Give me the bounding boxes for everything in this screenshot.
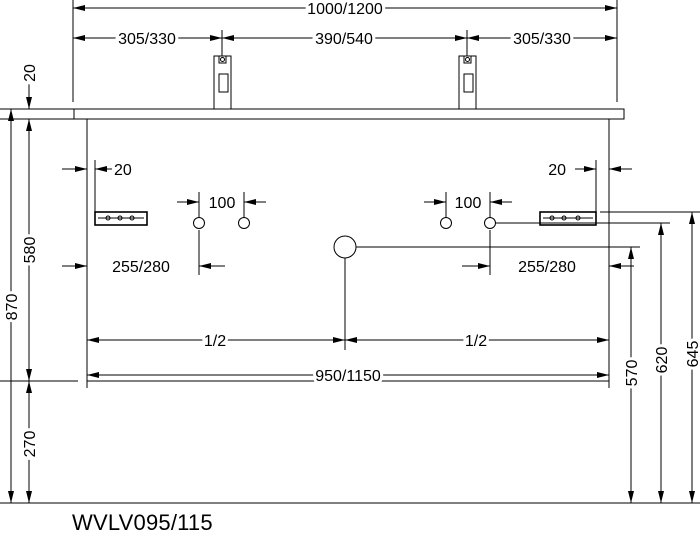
hole-dist-right-label: 255/280 [518, 259, 576, 276]
tap-icon [213, 55, 232, 110]
mounting-hole-icon [238, 217, 250, 229]
tap-offset-left-label: 305/330 [118, 31, 176, 48]
vanity-top [73, 108, 625, 120]
half-left-label: 1/2 [204, 333, 226, 350]
hole-spacing-left-label: 100 [209, 195, 236, 212]
drain-height-label: 570 [624, 360, 641, 387]
rail-height-label: 645 [685, 341, 700, 368]
hole-height-label: 620 [654, 347, 671, 374]
cabinet-width-label: 950/1150 [315, 368, 381, 385]
tap-offset-right-label: 305/330 [513, 31, 571, 48]
wall-rail-icon [539, 211, 597, 226]
top-thickness-label: 20 [22, 64, 39, 82]
floor-clearance-label: 270 [22, 431, 39, 458]
mounting-hole-icon [484, 217, 496, 229]
overall-width-label: 1000/1200 [307, 1, 383, 18]
cabinet-height-label: 580 [22, 237, 39, 264]
tap-spacing-label: 390/540 [315, 31, 373, 48]
dimension-lines [0, 0, 700, 504]
tap-icon [458, 55, 477, 110]
total-height-label: 870 [4, 294, 21, 321]
wall-rail-icon [94, 211, 148, 226]
vanity-cabinet [86, 118, 610, 382]
rail-left-offset-label: 20 [114, 162, 132, 179]
model-code: WVLV095/115 [72, 510, 213, 535]
mounting-hole-icon [193, 217, 205, 229]
half-right-label: 1/2 [465, 333, 487, 350]
rail-right-offset-label: 20 [548, 162, 566, 179]
mounting-hole-icon [440, 217, 452, 229]
drain-outlet-icon [333, 235, 357, 259]
hole-dist-left-label: 255/280 [112, 259, 170, 276]
hole-spacing-right-label: 100 [455, 195, 482, 212]
